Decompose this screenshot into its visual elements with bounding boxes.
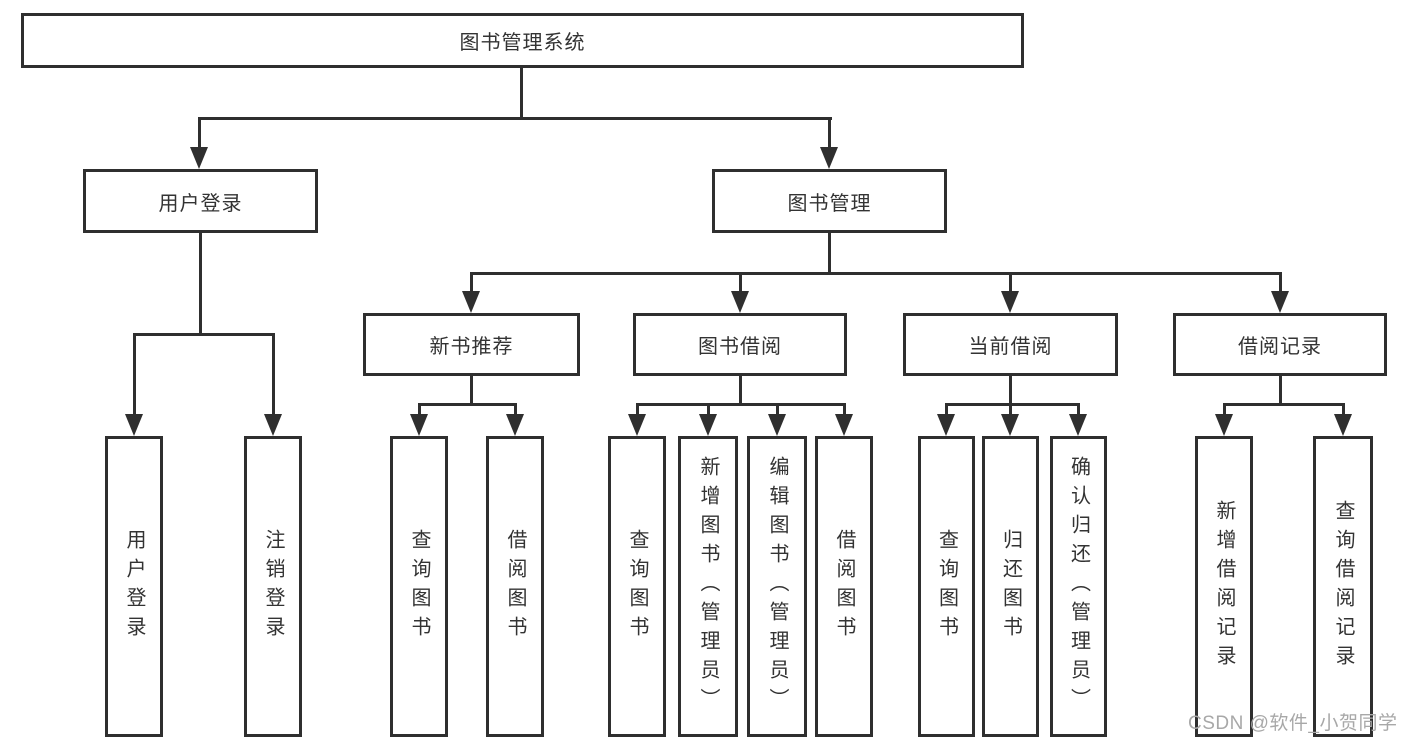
connector-line bbox=[520, 67, 523, 118]
arrowhead-down-icon bbox=[1069, 414, 1087, 436]
leaf-confirm-return-admin: 确认归还（管理员） bbox=[1050, 436, 1107, 737]
leaf-edit-books-admin-label: 编辑图书（管理员） bbox=[766, 456, 788, 717]
connector-line bbox=[418, 403, 421, 418]
arrowhead-down-icon bbox=[699, 414, 717, 436]
leaf-logout: 注销登录 bbox=[244, 436, 302, 737]
node-borrow-records-label: 借阅记录 bbox=[1238, 336, 1322, 358]
connector-line bbox=[843, 403, 846, 418]
leaf-add-books-admin: 新增图书（管理员） bbox=[678, 436, 738, 737]
leaf-query-borrow-record-label: 查询借阅记录 bbox=[1332, 499, 1354, 674]
node-root: 图书管理系统 bbox=[21, 13, 1024, 68]
leaf-edit-books-admin: 编辑图书（管理员） bbox=[747, 436, 807, 737]
leaf-user-login-label: 用户登录 bbox=[123, 528, 145, 645]
leaf-add-books-admin-label: 新增图书（管理员） bbox=[697, 456, 719, 717]
connector-line bbox=[1223, 403, 1226, 418]
arrowhead-down-icon bbox=[835, 414, 853, 436]
leaf-borrow-books: 借阅图书 bbox=[815, 436, 873, 737]
leaf-borrow-books: 借阅图书 bbox=[486, 436, 544, 737]
connector-line bbox=[1009, 272, 1012, 295]
leaf-query-books: 查询图书 bbox=[608, 436, 666, 737]
node-book-borrow-label: 图书借阅 bbox=[698, 336, 782, 358]
arrowhead-down-icon bbox=[1001, 291, 1019, 313]
leaf-return-books-label: 归还图书 bbox=[999, 528, 1022, 645]
leaf-confirm-return-admin-label: 确认归还（管理员） bbox=[1067, 456, 1090, 717]
node-new-book-recommend-label: 新书推荐 bbox=[429, 336, 514, 358]
node-current-borrow: 当前借阅 bbox=[903, 313, 1118, 376]
node-root-label: 图书管理系统 bbox=[459, 32, 586, 54]
connector-line bbox=[828, 117, 831, 151]
leaf-return-books: 归还图书 bbox=[982, 436, 1039, 737]
node-book-borrow: 图书借阅 bbox=[633, 313, 847, 376]
arrowhead-down-icon bbox=[1271, 291, 1289, 313]
connector-line bbox=[739, 375, 742, 406]
node-user-login-label: 用户登录 bbox=[158, 192, 243, 215]
arrowhead-down-icon bbox=[462, 291, 480, 313]
watermark-text: CSDN @软件_小贺同学 bbox=[1188, 713, 1398, 734]
leaf-query-books: 查询图书 bbox=[918, 436, 975, 737]
connector-line bbox=[514, 403, 517, 418]
connector-line bbox=[945, 403, 948, 418]
arrowhead-down-icon bbox=[125, 414, 143, 436]
leaf-logout-label: 注销登录 bbox=[262, 528, 284, 645]
arrowhead-down-icon bbox=[506, 414, 524, 436]
connector-line bbox=[828, 232, 831, 275]
node-borrow-records: 借阅记录 bbox=[1173, 313, 1387, 376]
node-book-management-label: 图书管理 bbox=[787, 192, 872, 215]
arrowhead-down-icon bbox=[410, 414, 428, 436]
arrowhead-down-icon bbox=[768, 414, 786, 436]
connector-line bbox=[1279, 375, 1282, 406]
connector-line bbox=[1223, 403, 1344, 406]
leaf-query-borrow-record: 查询借阅记录 bbox=[1313, 436, 1373, 737]
connector-line bbox=[272, 333, 275, 417]
connector-line bbox=[418, 403, 517, 406]
connector-line bbox=[1009, 375, 1012, 406]
leaf-query-books-label: 查询图书 bbox=[408, 528, 430, 645]
arrowhead-down-icon bbox=[628, 414, 646, 436]
connector-line bbox=[1279, 272, 1282, 295]
connector-line bbox=[1009, 403, 1012, 418]
connector-line bbox=[133, 333, 274, 336]
node-new-book-recommend: 新书推荐 bbox=[363, 313, 580, 376]
connector-line bbox=[470, 272, 473, 295]
connector-line bbox=[739, 272, 742, 295]
leaf-user-login: 用户登录 bbox=[105, 436, 163, 737]
leaf-add-borrow-record-label: 新增借阅记录 bbox=[1213, 499, 1235, 674]
arrowhead-down-icon bbox=[731, 291, 749, 313]
node-book-management: 图书管理 bbox=[712, 169, 947, 233]
leaf-borrow-books-label: 借阅图书 bbox=[504, 528, 526, 645]
connector-line bbox=[199, 232, 202, 336]
connector-line bbox=[636, 403, 846, 406]
connector-line bbox=[198, 117, 201, 151]
connector-line bbox=[198, 117, 832, 120]
connector-line bbox=[636, 403, 639, 418]
connector-line bbox=[707, 403, 710, 418]
connector-line bbox=[470, 375, 473, 406]
connector-line bbox=[470, 272, 1281, 275]
node-current-borrow-label: 当前借阅 bbox=[968, 336, 1053, 358]
leaf-query-books-label: 查询图书 bbox=[626, 528, 648, 645]
arrowhead-down-icon bbox=[1001, 414, 1019, 436]
connector-line bbox=[133, 333, 136, 417]
connector-line bbox=[776, 403, 779, 418]
leaf-query-books: 查询图书 bbox=[390, 436, 448, 737]
connector-line bbox=[945, 403, 1079, 406]
connector-line bbox=[1342, 403, 1345, 418]
leaf-borrow-books-label: 借阅图书 bbox=[833, 528, 855, 645]
arrowhead-down-icon bbox=[264, 414, 282, 436]
connector-line bbox=[1077, 403, 1080, 418]
arrowhead-down-icon bbox=[820, 147, 838, 169]
node-user-login: 用户登录 bbox=[83, 169, 318, 233]
arrowhead-down-icon bbox=[190, 147, 208, 169]
leaf-query-books-label: 查询图书 bbox=[935, 528, 958, 645]
arrowhead-down-icon bbox=[937, 414, 955, 436]
arrowhead-down-icon bbox=[1215, 414, 1233, 436]
leaf-add-borrow-record: 新增借阅记录 bbox=[1195, 436, 1253, 737]
arrowhead-down-icon bbox=[1334, 414, 1352, 436]
